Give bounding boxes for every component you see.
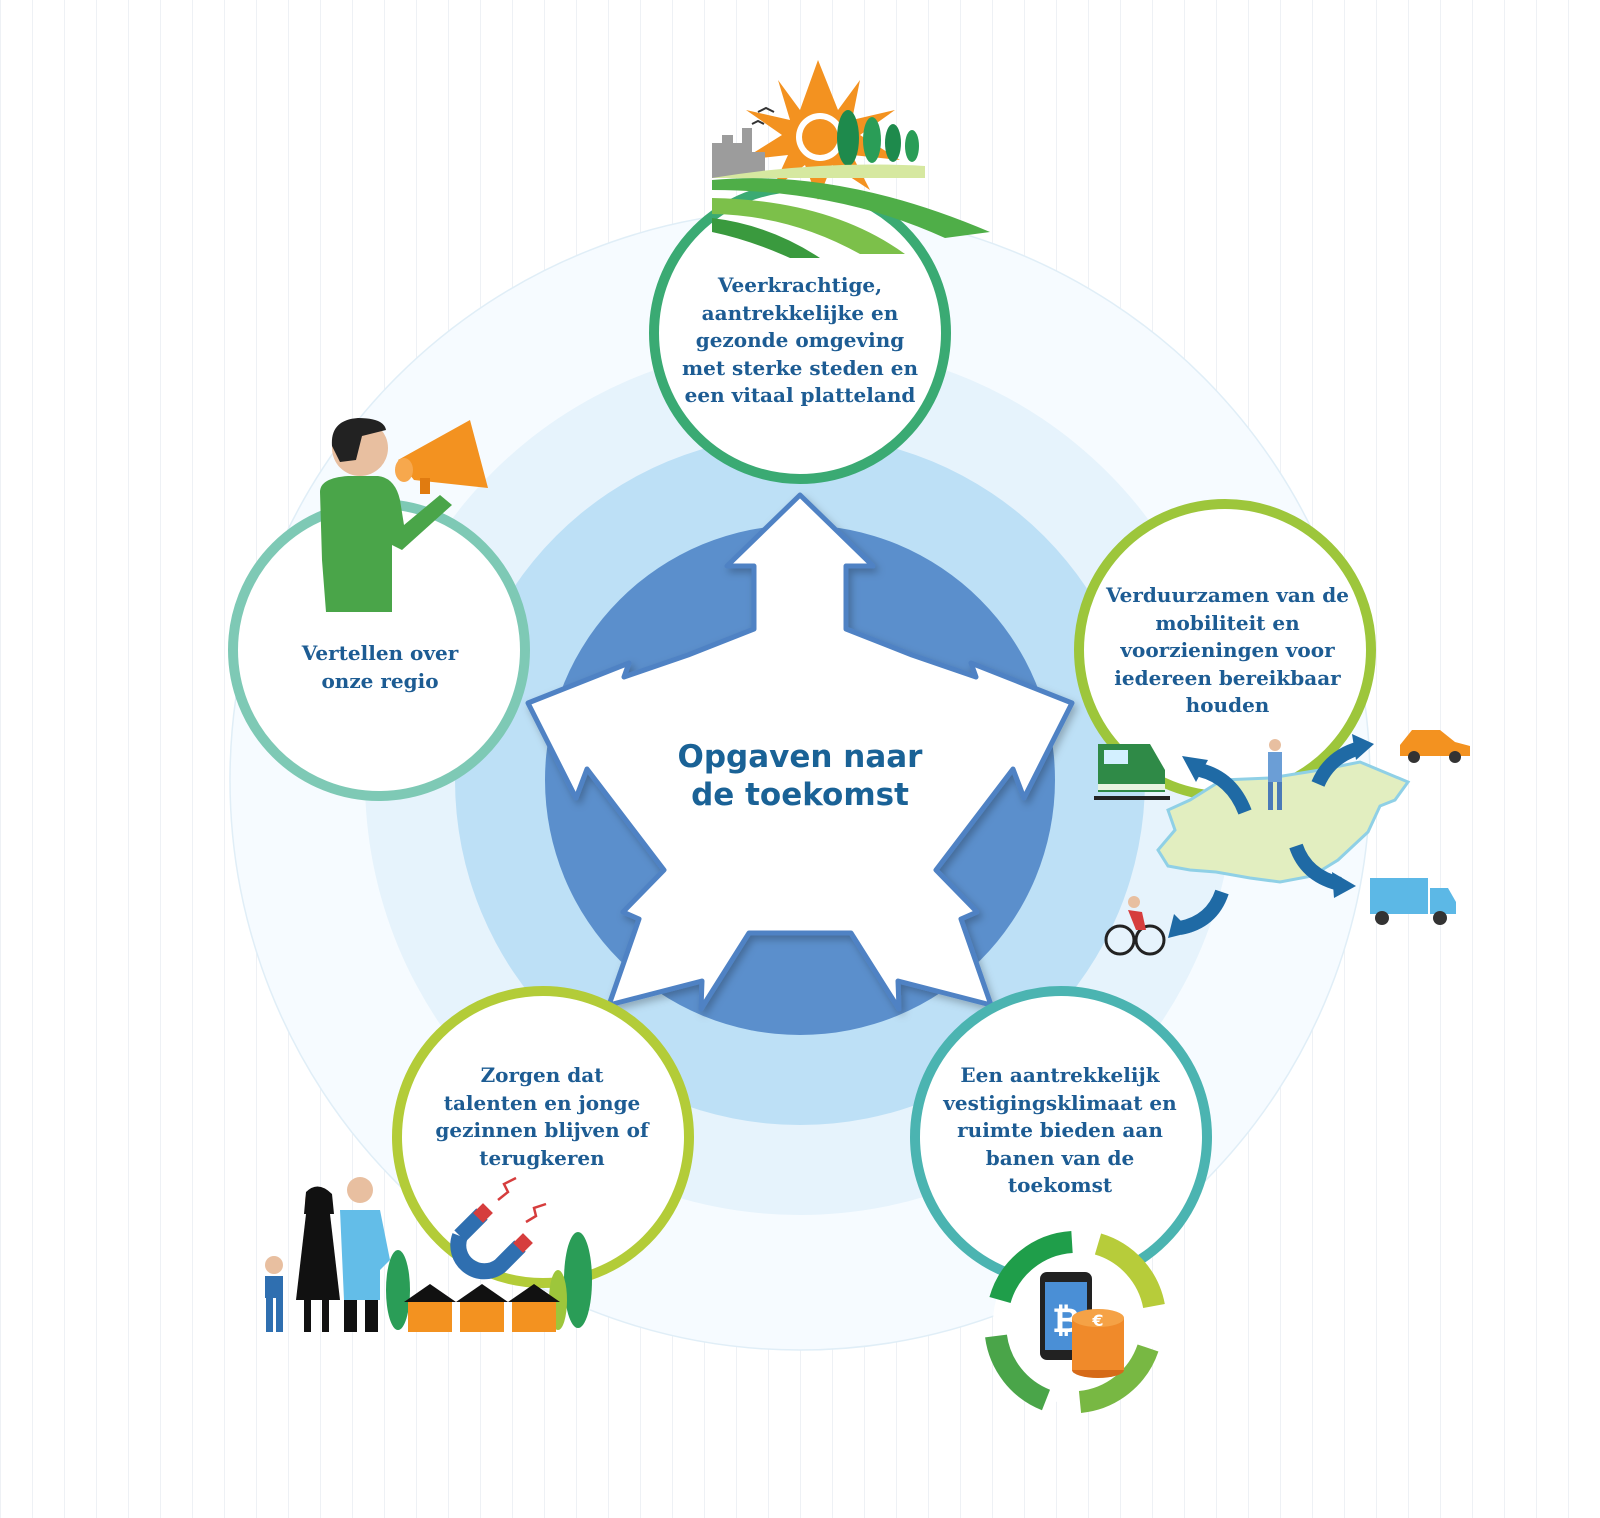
phone-bitcoin-coins-icon: ₿ €	[985, 1231, 1165, 1413]
theme-text-business: Een aantrekkelijk vestigingsklimaat en r…	[943, 1063, 1177, 1197]
center-title-line1: Opgaven naar	[677, 739, 923, 775]
train-icon	[1094, 744, 1170, 800]
family-magnet-houses-icon	[265, 1176, 592, 1332]
theme-text-talent: Zorgen dat talenten en jonge gezinnen bl…	[435, 1063, 649, 1170]
theme-circles	[228, 182, 1376, 1288]
person-megaphone-icon	[320, 418, 488, 612]
theme-text-environment: Veerkrachtige, aantrekkelijke en gezonde…	[681, 273, 919, 407]
landscape-sun-city-icon	[712, 60, 990, 258]
truck-icon	[1370, 878, 1456, 925]
mobility-map-icon	[1094, 730, 1470, 956]
center-title: Opgaven naar de toekomst	[600, 738, 1000, 814]
car-icon	[1400, 730, 1470, 763]
houses-icon	[404, 1284, 560, 1332]
circle-talent	[392, 986, 694, 1288]
theme-text-story: Vertellen over onze regio	[301, 641, 459, 693]
center-title-line2: de toekomst	[691, 777, 909, 813]
theme-text-mobility: Verduurzamen van de mobiliteit en voorzi…	[1105, 583, 1350, 717]
worker-icon	[1268, 739, 1282, 810]
arrow-star	[525, 492, 1075, 1012]
arrow-star-shape	[525, 492, 1075, 1012]
magnet-icon	[450, 1176, 547, 1280]
cyclist-icon	[1104, 896, 1166, 956]
svg-text:€: €	[1091, 1311, 1103, 1330]
